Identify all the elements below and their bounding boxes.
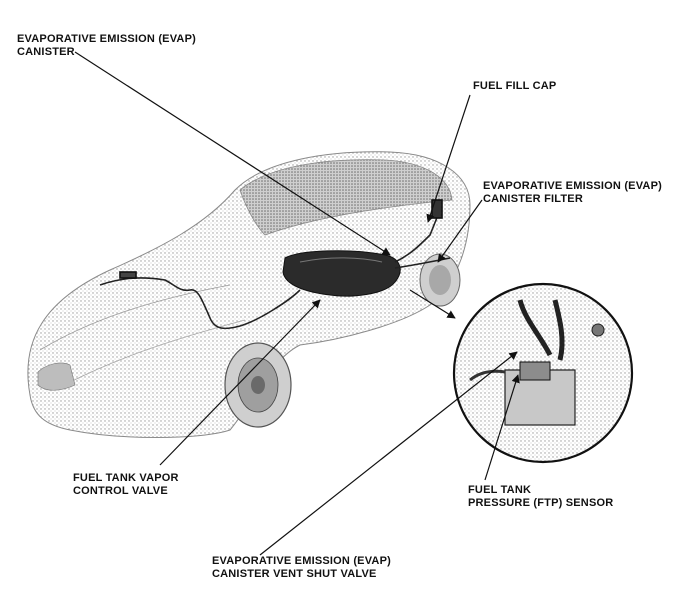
evap-vent-shut-valve-label-line2: CANISTER VENT SHUT VALVE (212, 568, 377, 580)
evap-vent-shut-valve-label-line1: EVAPORATIVE EMISSION (EVAP) (212, 555, 391, 567)
evap-canister-filter-label: EVAPORATIVE EMISSION (EVAP) CANISTER FIL… (483, 180, 662, 206)
evap-vent-shut-valve-label: EVAPORATIVE EMISSION (EVAP) CANISTER VEN… (212, 555, 391, 581)
fuel-fill-cap-label: FUEL FILL CAP (473, 80, 556, 93)
evap-canister-label-line2: CANISTER (17, 46, 75, 58)
evap-canister-filter-label-line2: CANISTER FILTER (483, 193, 583, 205)
evap-canister-filter-label-line1: EVAPORATIVE EMISSION (EVAP) (483, 180, 662, 192)
fuel-tank (282, 250, 401, 297)
fuel-fill-cap-label-line1: FUEL FILL CAP (473, 80, 557, 92)
evap-canister-label-line1: EVAPORATIVE EMISSION (EVAP) (17, 33, 196, 45)
evap-lines (99, 199, 451, 330)
car-body (27, 151, 471, 438)
ftp-sensor-label-line1: FUEL TANK (468, 484, 532, 496)
ftp-sensor-detail-inset (452, 282, 634, 464)
fuel-tank-vapor-control-valve-label: FUEL TANK VAPOR CONTROL VALVE (73, 472, 179, 498)
evap-canister-label: EVAPORATIVE EMISSION (EVAP) CANISTER (17, 33, 196, 59)
ftp-sensor-label: FUEL TANK PRESSURE (FTP) SENSOR (468, 484, 613, 510)
ftp-sensor-label-line2: PRESSURE (FTP) SENSOR (468, 497, 614, 509)
leader-lines (74, 51, 520, 556)
fuel-tank-vapor-control-valve-label-line1: FUEL TANK VAPOR (73, 472, 179, 484)
fuel-tank-vapor-control-valve-label-line2: CONTROL VALVE (73, 485, 168, 497)
